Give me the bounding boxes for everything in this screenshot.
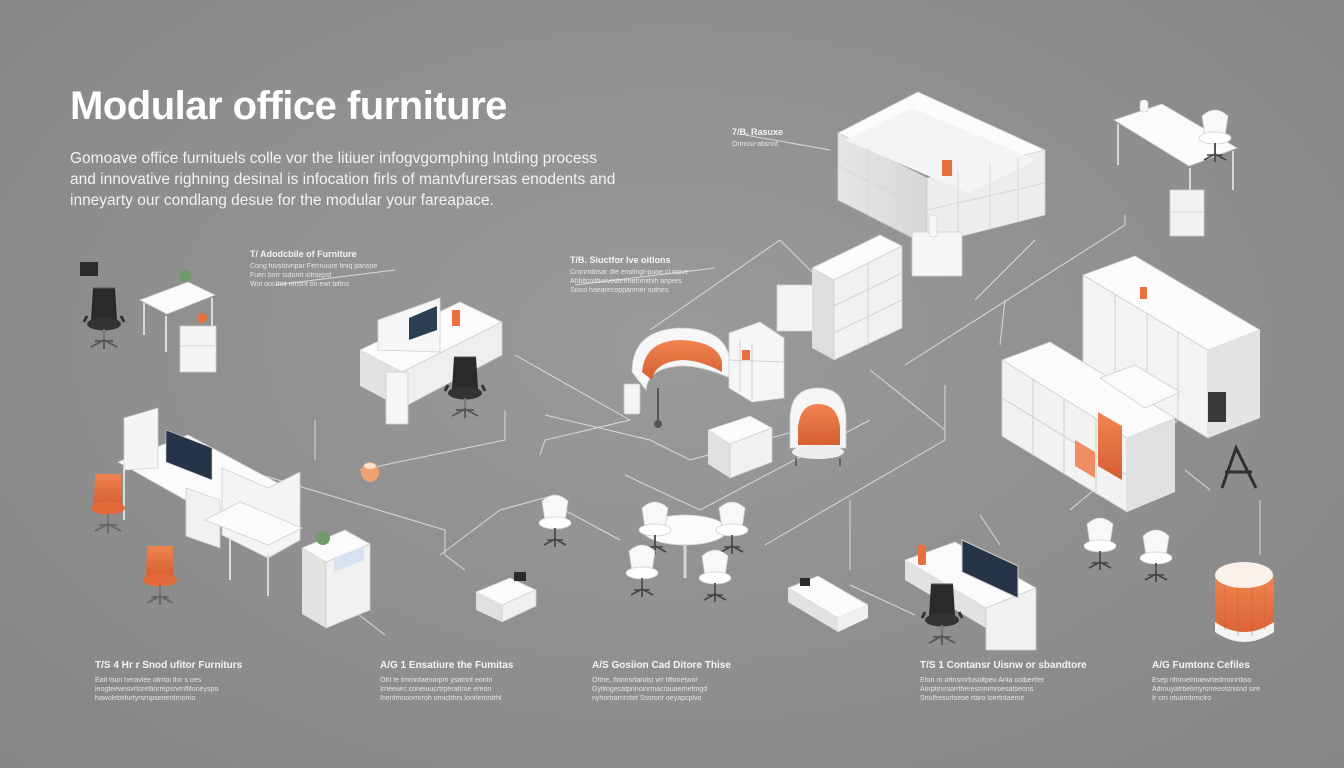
label-line: Cronrrdosar dte enslingt-puoe cl iopve bbox=[570, 269, 689, 276]
caption-line: Ofrl fe tmrnnfaenorpm ysatnnf eontn bbox=[380, 677, 493, 684]
page-title: Modular office furniture bbox=[70, 84, 507, 128]
caption-line: nyhortrarnrotet Sssronr oeyapcplvo bbox=[592, 695, 702, 702]
caption-5: A/G Fumtonz Cefiles Esep nfnroelrtoiewrt… bbox=[1152, 660, 1332, 703]
label-rasuxe: 7/B. Rasuxe Onnnsr-atisnot bbox=[732, 127, 783, 149]
label-line: Cong fuvstovnpar Ferrnuure finiq pansoe bbox=[250, 263, 378, 270]
small-lamp bbox=[361, 462, 379, 482]
computer-workstation bbox=[359, 297, 503, 425]
caption-heading: T/S 4 Hr r Snod ufitor Furniturs bbox=[95, 660, 243, 671]
caption-line: Esep nfnroelrtoiewrtedrnonrtfiso bbox=[1152, 677, 1252, 684]
caption-line: Ihenfmnoornrroh ornicbhrs lonrlemrdrhl bbox=[380, 695, 502, 702]
caption-line: Irneewrc coneiuucrtrperattroe ereon bbox=[380, 686, 492, 693]
label-line: Wot oncthtit o/nsnt on ewt biftns bbox=[250, 281, 350, 288]
caption-heading: A/G Fumtonz Cefiles bbox=[1152, 660, 1250, 671]
label-heading: T/ Adodcbile of Furniture bbox=[250, 249, 357, 259]
caption-heading: T/S 1 Contansr Uisnw or sbandtore bbox=[920, 660, 1087, 671]
wall-shelving-unit bbox=[1001, 341, 1258, 513]
lounge-chair-and-bench bbox=[707, 387, 847, 479]
label-line: Ahbltcoitfiorvedteenetnmthlh anpers bbox=[570, 278, 682, 285]
intro-text: Gomoave office furnituels colle vor the … bbox=[70, 148, 630, 211]
intro-line-2: and innovative righning desinal is infoc… bbox=[70, 171, 616, 188]
storage-cabinet-center bbox=[776, 214, 963, 361]
label-heading: T/B. Siuctfor Ive oitlons bbox=[570, 255, 671, 265]
label-adaptable-furniture: T/ Adodcbile of Furniture Cong fuvstovnp… bbox=[250, 249, 377, 289]
label-line: Onnnsr-atisnot bbox=[732, 141, 778, 148]
caption-line: hawolebtifurtyrsrnpsenerdrnomo bbox=[95, 695, 196, 702]
caption-line: Ir crn irtuorntrmclro bbox=[1152, 695, 1212, 702]
caption-line: Eatl Isun heravlee ofrrtoi tlor s oes bbox=[95, 677, 202, 684]
caption-heading: A/S Gosiion Cad Ditore Thise bbox=[592, 660, 731, 671]
caption-2: A/G 1 Ensatiure the Fumitas Ofrl fe tmrn… bbox=[380, 660, 580, 703]
caption-heading: A/G 1 Ensatiure the Fumitas bbox=[380, 660, 514, 671]
corner-shelving-unit bbox=[837, 91, 1046, 246]
office-desk-with-monitor bbox=[904, 539, 1037, 651]
caption-line: Sriulfresurtseoe rtaro loertntaeme bbox=[920, 695, 1025, 702]
caption-4: T/S 1 Contansr Uisnw or sbandtore Efon r… bbox=[920, 660, 1120, 703]
white-task-chairs bbox=[1083, 517, 1173, 583]
intro-line-1: Gomoave office furnituels colle vor the … bbox=[70, 150, 597, 167]
label-heading: 7/B. Rasuxe bbox=[732, 127, 784, 137]
label-line: Sisco haearecoppanmer sutnes bbox=[570, 287, 669, 294]
media-console bbox=[787, 575, 869, 632]
label-solutions: T/B. Siuctfor Ive oitlons Cronrrdosar dt… bbox=[570, 255, 689, 295]
caption-1: T/S 4 Hr r Snod ufitor Furniturs Eatl Is… bbox=[95, 660, 295, 703]
caption-line: leogteewnsvrtoretliorrepsrvtnflltoneyspo bbox=[95, 686, 219, 693]
reception-desk-unit bbox=[1082, 255, 1261, 439]
round-meeting-table bbox=[625, 501, 749, 603]
caption-line: Gylitogecatpnnoinrmacrauaernefmgd bbox=[592, 686, 708, 693]
side-table-top-right bbox=[1113, 99, 1238, 237]
cylinder-ottoman bbox=[1215, 562, 1274, 642]
caption-3: A/S Gosiion Cad Ditore Thise Oftne, tton… bbox=[592, 660, 792, 703]
large-workstation-cluster bbox=[90, 407, 371, 629]
caption-line: Anrptirvrsorrtheresmnimroesatseons bbox=[920, 686, 1034, 693]
curved-sofa bbox=[623, 321, 785, 428]
intro-line-3: inneyarty our condlang desue for the mod… bbox=[70, 192, 494, 209]
caption-line: Efon ro ortnsmrfusoltpeo Anta cotbertfer bbox=[920, 677, 1045, 684]
caption-line: Adrouyafrbelvnyrsrreeotsnisnd sire bbox=[1152, 686, 1261, 693]
small-desk-with-chair bbox=[80, 262, 217, 373]
white-chair-and-low-cabinet bbox=[475, 494, 572, 623]
caption-line: Oftne, ttonnsrtarolst vrr fiffonetwor bbox=[592, 677, 698, 684]
label-line: Fueri borr sutomt iohsepst bbox=[250, 272, 332, 279]
